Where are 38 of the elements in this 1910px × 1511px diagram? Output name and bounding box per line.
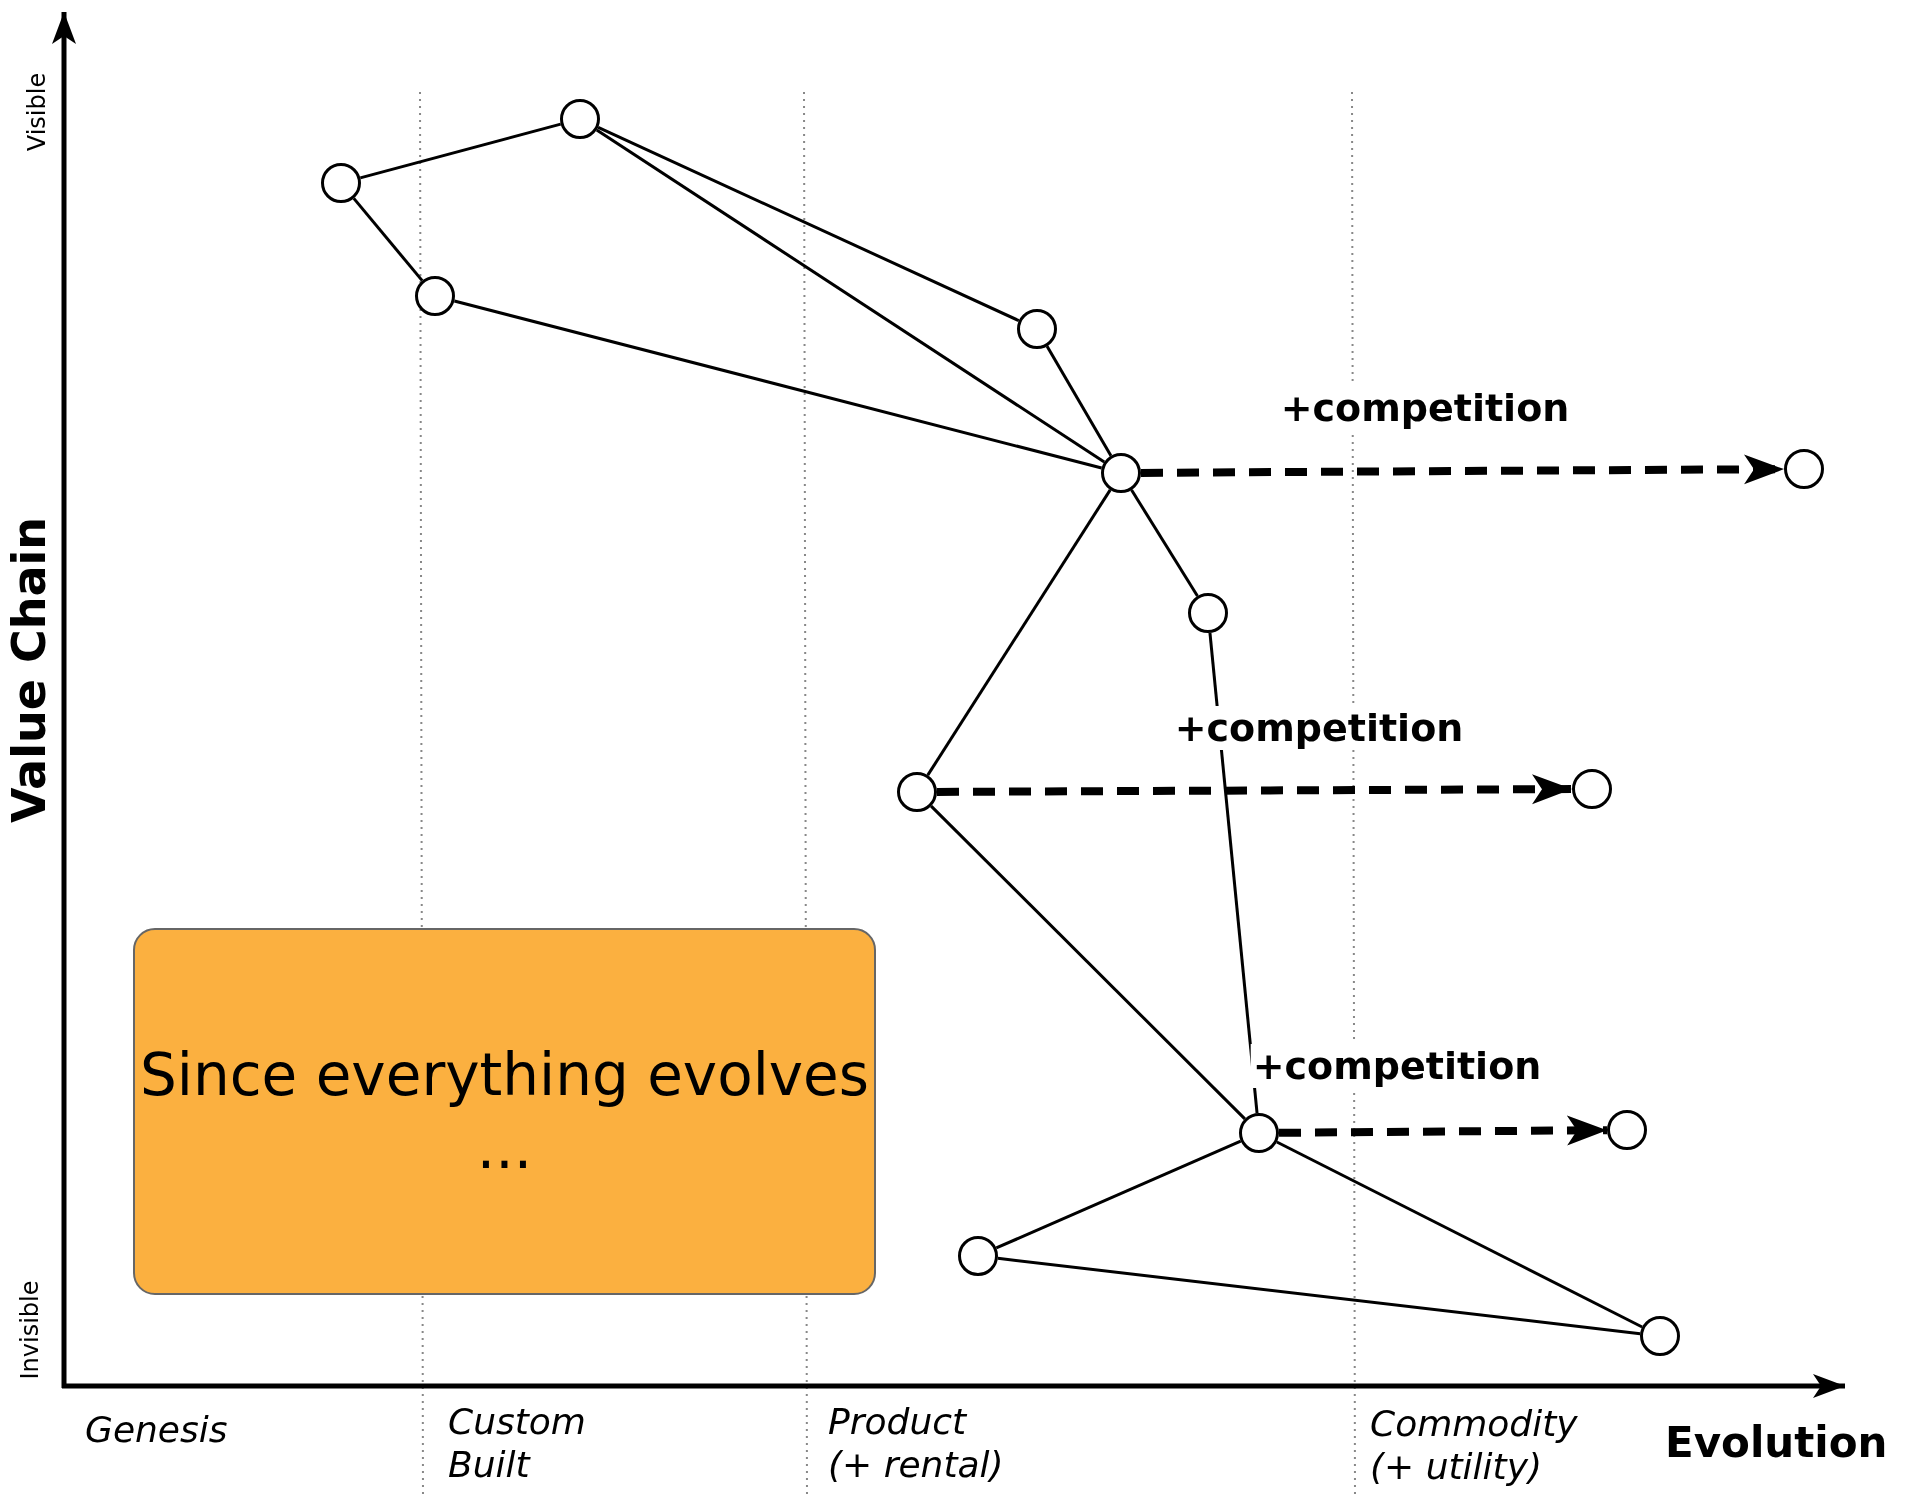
- circle-node: [1572, 769, 1612, 809]
- circle-node: [1784, 449, 1824, 489]
- note-card: [133, 928, 876, 1295]
- axis-label: Invisible: [15, 1280, 45, 1380]
- connector-line: [1045, 345, 1113, 457]
- connector-line: [352, 197, 424, 282]
- circle-node: [958, 1236, 998, 1276]
- circle-node: [1607, 1110, 1647, 1150]
- stage-label: Product (+ rental): [828, 1400, 1005, 1487]
- connector-line: [997, 1256, 1641, 1336]
- axis-label: Visible: [22, 72, 52, 152]
- circle-node: [1017, 309, 1057, 349]
- circle-node: [1640, 1316, 1680, 1356]
- dashed-arrow: [1140, 454, 1785, 485]
- circle-node: [321, 163, 361, 203]
- circle-node: [1101, 453, 1141, 493]
- circle-node: [897, 772, 937, 812]
- circle-node: [1239, 1113, 1279, 1153]
- connector-line: [597, 126, 1020, 322]
- connector-line: [595, 128, 1106, 464]
- stage-label: Custom Built: [448, 1400, 587, 1487]
- connector-line: [1276, 1140, 1643, 1329]
- connector-line: [1130, 489, 1199, 597]
- connector-line: [359, 122, 562, 180]
- dashed-arrow: [1278, 1115, 1608, 1146]
- axis-title: Value Chain: [2, 517, 58, 823]
- stage-label: Commodity (+ utility): [1370, 1402, 1579, 1489]
- note-text: Since everything evolves ...: [139, 1040, 870, 1184]
- connector-line: [995, 1139, 1242, 1250]
- circle-node: [415, 276, 455, 316]
- connector-line: [926, 489, 1112, 776]
- dashed-arrow: [937, 774, 1572, 805]
- circle-node: [1188, 593, 1228, 633]
- connector-line: [454, 299, 1102, 470]
- stage-label: Genesis: [85, 1408, 228, 1452]
- circle-node: [560, 99, 600, 139]
- connector-line: [930, 805, 1246, 1120]
- axis-title: Evolution: [1665, 1418, 1888, 1469]
